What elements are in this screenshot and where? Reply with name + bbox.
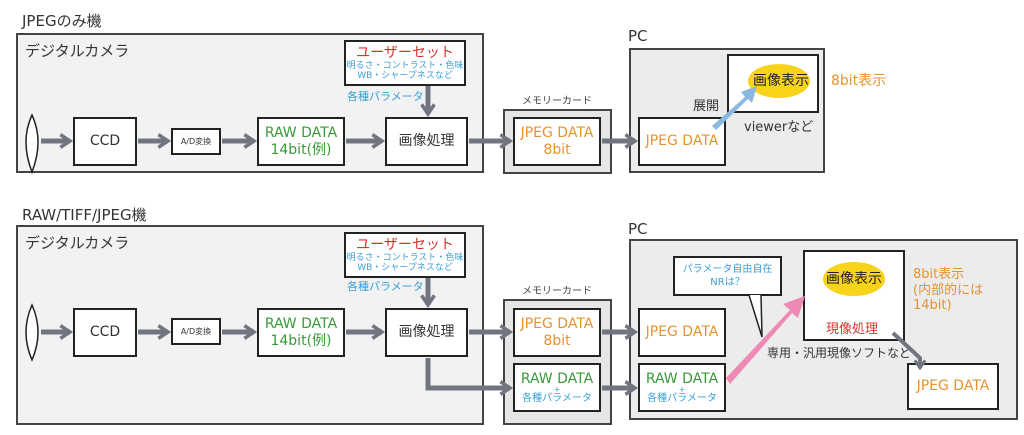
processing-label-2: 画像処理 xyxy=(398,324,455,341)
software-label: 専用・汎用現像ソフトなど xyxy=(767,346,912,360)
ccd-box: CCD xyxy=(73,117,137,166)
display-label-2: 画像表示 xyxy=(826,271,882,287)
bubble-line1: パラメータ自由自在 xyxy=(682,264,773,275)
camera-label: デジタルカメラ xyxy=(25,42,130,60)
raw-data-box-2: RAW DATA 14bit(例) xyxy=(257,308,345,357)
develop-label: 現像処理 xyxy=(826,322,879,337)
ad-label-2: A/D変換 xyxy=(180,326,212,336)
ad-label: A/D変換 xyxy=(180,136,212,146)
params-label-2: 各種パラメータ xyxy=(347,280,424,293)
user-set-line1-2: 明るさ・コントラスト・色味 xyxy=(346,252,464,263)
user-set-box: ユーザーセット 明るさ・コントラスト・色味 WB・シャープネスなど xyxy=(344,40,466,86)
card-raw-plus: + xyxy=(553,384,561,394)
card-jpeg-line2-2: 8bit xyxy=(543,332,571,349)
user-set-line2-2: WB・シャープネスなど xyxy=(357,263,453,274)
card-jpeg-box-2: JPEG DATA 8bit xyxy=(513,308,601,357)
pc-jpeg-box: JPEG DATA xyxy=(638,117,726,166)
camera-label-2: デジタルカメラ xyxy=(25,234,130,252)
out-jpeg-box: JPEG DATA xyxy=(907,363,999,410)
image-processing-box-2: 画像処理 xyxy=(385,308,468,357)
raw-line2-2: 14bit(例) xyxy=(270,332,332,349)
pc-raw-line2: 各種パラメータ xyxy=(647,392,717,404)
card-raw-line1: RAW DATA xyxy=(520,370,594,387)
card-raw-line2: 各種パラメータ xyxy=(522,392,592,404)
out-jpeg-label: JPEG DATA xyxy=(916,378,990,395)
expand-label: 展開 xyxy=(693,99,720,114)
pc-jpeg-box-2: JPEG DATA xyxy=(638,308,726,357)
section-title-raw: RAW/TIFF/JPEG機 xyxy=(22,206,147,224)
memory-card-label: メモリーカード xyxy=(522,96,592,107)
raw-line2: 14bit(例) xyxy=(270,141,332,158)
user-set-title-2: ユーザーセット xyxy=(356,236,454,253)
pc-raw-line1: RAW DATA xyxy=(645,370,719,387)
bit-display-label-2: 8bit表示 (内部的には 14bit) xyxy=(913,267,983,314)
ccd-label-2: CCD xyxy=(89,324,121,341)
ad-converter-box-2: A/D変換 xyxy=(171,318,221,345)
bit-display-line1: 8bit表示 xyxy=(913,267,965,282)
pc-raw-plus: + xyxy=(678,384,686,394)
bubble-line2: NRは？ xyxy=(710,277,745,288)
pc-raw-box: RAW DATA + 各種パラメータ xyxy=(638,363,726,412)
display-highlight xyxy=(748,64,810,98)
raw-line1: RAW DATA xyxy=(264,125,338,142)
display-highlight-2 xyxy=(823,262,885,296)
params-label: 各種パラメータ xyxy=(347,90,424,103)
card-raw-box: RAW DATA + 各種パラメータ xyxy=(513,363,601,412)
card-jpeg-line2: 8bit xyxy=(543,141,571,158)
bit-display-label: 8bit表示 xyxy=(831,73,887,89)
ad-converter-box: A/D変換 xyxy=(171,128,221,155)
display-label: 画像表示 xyxy=(753,73,809,89)
processing-label: 画像処理 xyxy=(398,133,455,150)
ccd-label: CCD xyxy=(89,133,121,150)
user-set-line1: 明るさ・コントラスト・色味 xyxy=(346,60,464,71)
card-jpeg-line1-2: JPEG DATA xyxy=(520,316,594,333)
image-processing-box: 画像処理 xyxy=(385,117,468,166)
raw-data-box: RAW DATA 14bit(例) xyxy=(257,117,345,166)
pc-jpeg-label-2: JPEG DATA xyxy=(645,324,719,341)
bit-display-line3: 14bit) xyxy=(913,298,952,314)
viewer-label: viewerなど xyxy=(744,120,814,135)
memory-card-label-2: メモリーカード xyxy=(522,286,592,297)
card-jpeg-line1: JPEG DATA xyxy=(520,125,594,142)
user-set-title: ユーザーセット xyxy=(356,44,454,61)
card-jpeg-box: JPEG DATA 8bit xyxy=(513,117,601,166)
raw-line1-2: RAW DATA xyxy=(264,316,338,333)
user-set-box-2: ユーザーセット 明るさ・コントラスト・色味 WB・シャープネスなど xyxy=(344,232,466,278)
pc-label-2: PC xyxy=(628,220,648,238)
pc-label: PC xyxy=(628,27,648,45)
section-title-jpeg-only: JPEGのみ機 xyxy=(22,12,102,30)
user-set-line2: WB・シャープネスなど xyxy=(357,71,453,82)
ccd-box-2: CCD xyxy=(73,308,137,357)
pc-jpeg-label: JPEG DATA xyxy=(645,133,719,150)
speech-bubble: パラメータ自由自在 NRは？ xyxy=(673,256,782,296)
bit-display-line2: (内部的には xyxy=(913,282,984,298)
